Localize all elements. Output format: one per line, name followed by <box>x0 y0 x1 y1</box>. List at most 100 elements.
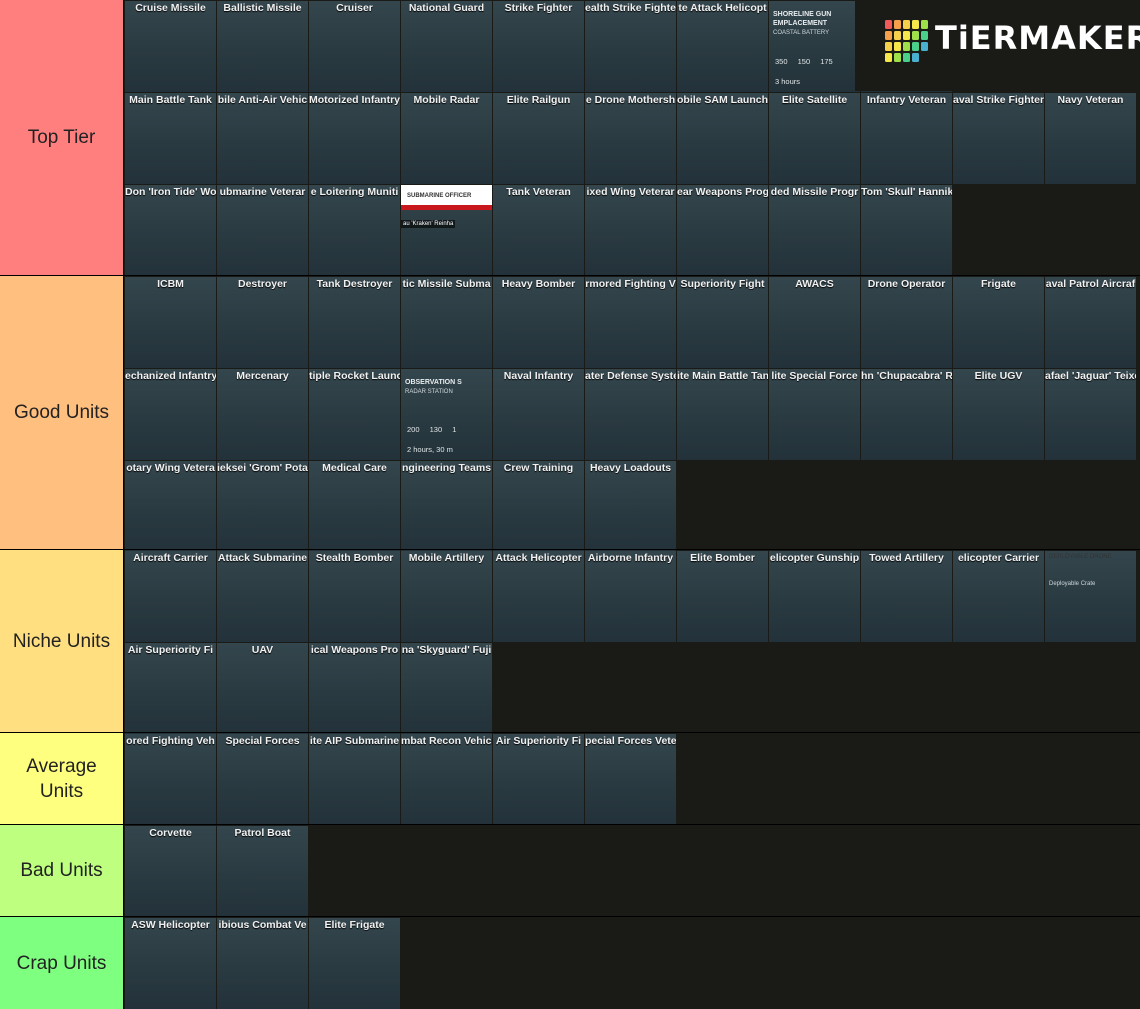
tier-item[interactable]: Corvette <box>125 826 216 917</box>
tier-item[interactable]: Special Forces <box>217 734 308 825</box>
tier-item[interactable]: aval Patrol Aircraf <box>1045 277 1136 368</box>
tier-item[interactable]: National Guard <box>401 1 492 92</box>
tier-item[interactable]: lite Special Force <box>769 369 860 460</box>
tier-item[interactable]: Tom 'Skull' Hannike <box>861 185 952 276</box>
tier-item[interactable]: Heavy Loadouts <box>585 461 676 552</box>
tier-row: Crap Units ASW Helicopter ibious Combat … <box>0 916 1140 1009</box>
tier-label[interactable]: Crap Units <box>0 917 124 1009</box>
tier-item[interactable]: Naval Infantry <box>493 369 584 460</box>
tier-item[interactable]: Strike Fighter <box>493 1 584 92</box>
tier-label[interactable]: Bad Units <box>0 825 124 916</box>
tier-item[interactable]: Airborne Infantry <box>585 551 676 642</box>
tier-label[interactable]: Top Tier <box>0 0 124 275</box>
tier-item-name: bile Anti-Air Vehic <box>217 94 308 106</box>
banner-stripe <box>401 205 492 210</box>
tier-item-name: afael 'Jaguar' Teixe <box>1045 370 1136 382</box>
tier-item[interactable]: ical Weapons Pro <box>309 643 400 734</box>
tier-item[interactable]: tiple Rocket Launc <box>309 369 400 460</box>
tier-item[interactable]: elicopter Carrier <box>953 551 1044 642</box>
tier-item[interactable]: Drone Operator <box>861 277 952 368</box>
tier-item[interactable]: obile SAM Launche <box>677 93 768 184</box>
tier-item[interactable]: Mobile Artillery <box>401 551 492 642</box>
tier-item[interactable]: Crew Training <box>493 461 584 552</box>
tier-item[interactable]: Ballistic Missile <box>217 1 308 92</box>
tier-item[interactable]: Elite Satellite <box>769 93 860 184</box>
tier-item[interactable]: ear Weapons Prog <box>677 185 768 276</box>
tier-item[interactable]: ded Missile Progr <box>769 185 860 276</box>
tier-item[interactable]: ICBM <box>125 277 216 368</box>
tier-item[interactable]: afael 'Jaguar' Teixe <box>1045 369 1136 460</box>
tier-item[interactable]: ixed Wing Veterar <box>585 185 676 276</box>
tier-item[interactable]: Elite Frigate <box>309 918 400 1009</box>
tier-item[interactable]: UAV <box>217 643 308 734</box>
tier-item[interactable]: mbat Recon Vehicl <box>401 734 492 825</box>
tier-item[interactable]: Elite UGV <box>953 369 1044 460</box>
tier-item[interactable]: ite Main Battle Tan <box>677 369 768 460</box>
tier-item[interactable]: Infantry Veteran <box>861 93 952 184</box>
tier-item-name: Elite Railgun <box>506 94 571 106</box>
tier-item[interactable]: Aircraft Carrier <box>125 551 216 642</box>
tier-item[interactable]: Mercenary <box>217 369 308 460</box>
tier-item[interactable]: Medical Care <box>309 461 400 552</box>
tier-item[interactable]: Tank Veteran <box>493 185 584 276</box>
tier-item[interactable]: ngineering Teams <box>401 461 492 552</box>
tier-label[interactable]: Good Units <box>0 276 124 549</box>
tier-item[interactable]: Elite Bomber <box>677 551 768 642</box>
tier-item-name: National Guard <box>408 2 485 14</box>
tier-item[interactable]: ieksei 'Grom' Potap <box>217 461 308 552</box>
tier-item[interactable]: ite AIP Submarine <box>309 734 400 825</box>
tier-item[interactable]: Air Superiority Fi <box>125 643 216 734</box>
tier-item[interactable]: ibious Combat Ve <box>217 918 308 1009</box>
tier-item[interactable]: echanized Infantry <box>125 369 216 460</box>
tier-label[interactable]: Average Units <box>0 733 124 824</box>
tier-item[interactable]: Stealth Bomber <box>309 551 400 642</box>
tier-label[interactable]: Niche Units <box>0 550 124 732</box>
tier-item-name: Main Battle Tank <box>129 94 212 106</box>
tier-item[interactable]: Attack Helicopter <box>493 551 584 642</box>
tier-item[interactable]: hn 'Chupacabra' Re <box>861 369 952 460</box>
tier-item[interactable]: rmored Fighting V <box>585 277 676 368</box>
tier-item[interactable]: Air Superiority Fi <box>493 734 584 825</box>
tier-item[interactable]: Attack Submarine <box>217 551 308 642</box>
tier-item[interactable]: Tank Destroyer <box>309 277 400 368</box>
tier-item[interactable]: Elite Railgun <box>493 93 584 184</box>
tier-item[interactable]: bile Anti-Air Vehic <box>217 93 308 184</box>
tier-item[interactable]: tic Missile Subma <box>401 277 492 368</box>
tier-item[interactable]: ASW Helicopter <box>125 918 216 1009</box>
tier-item[interactable]: Destroyer <box>217 277 308 368</box>
tier-item[interactable]: e Drone Mothersh <box>585 93 676 184</box>
tier-item[interactable]: Navy Veteran <box>1045 93 1136 184</box>
tier-item[interactable]: ored Fighting Veh <box>125 734 216 825</box>
tier-item[interactable]: Patrol Boat <box>217 826 308 917</box>
tier-item[interactable]: Mobile Radar <box>401 93 492 184</box>
tier-item[interactable]: Heavy Bomber <box>493 277 584 368</box>
tier-item[interactable]: e Loitering Muniti <box>309 185 400 276</box>
tier-item[interactable]: te Attack Helicopt <box>677 1 768 92</box>
tier-item[interactable]: na 'Skyguard' Fuji <box>401 643 492 734</box>
tier-item[interactable]: AWACS <box>769 277 860 368</box>
tier-item[interactable]: Frigate <box>953 277 1044 368</box>
tier-item[interactable]: Don 'Iron Tide' Wo <box>125 185 216 276</box>
tier-item[interactable]: otary Wing Vetera <box>125 461 216 552</box>
tiermaker-logo[interactable]: TiERMAKER <box>855 0 1140 91</box>
tier-item[interactable]: Cruise Missile <box>125 1 216 92</box>
tier-item[interactable]: aval Strike Fighter <box>953 93 1044 184</box>
tier-item[interactable]: Main Battle Tank <box>125 93 216 184</box>
tier-item[interactable]: ealth Strike Fighte <box>585 1 676 92</box>
tier-item[interactable]: ater Defense Syste <box>585 369 676 460</box>
tier-item[interactable]: pecial Forces Vete <box>585 734 676 825</box>
tier-item[interactable]: elicopter Gunship <box>769 551 860 642</box>
tier-item[interactable]: Motorized Infantry <box>309 93 400 184</box>
tier-item[interactable]: Towed Artillery <box>861 551 952 642</box>
tier-item-name: Strike Fighter <box>504 2 573 14</box>
card-time: 2 hours, 30 m <box>407 445 453 454</box>
tier-item[interactable]: ubmarine Veterar <box>217 185 308 276</box>
tier-item[interactable]: Cruiser <box>309 1 400 92</box>
tier-row: Average Units ored Fighting Veh Special … <box>0 732 1140 825</box>
tier-items: Corvette Patrol Boat <box>125 825 1140 917</box>
tier-item[interactable]: Superiority Fight <box>677 277 768 368</box>
